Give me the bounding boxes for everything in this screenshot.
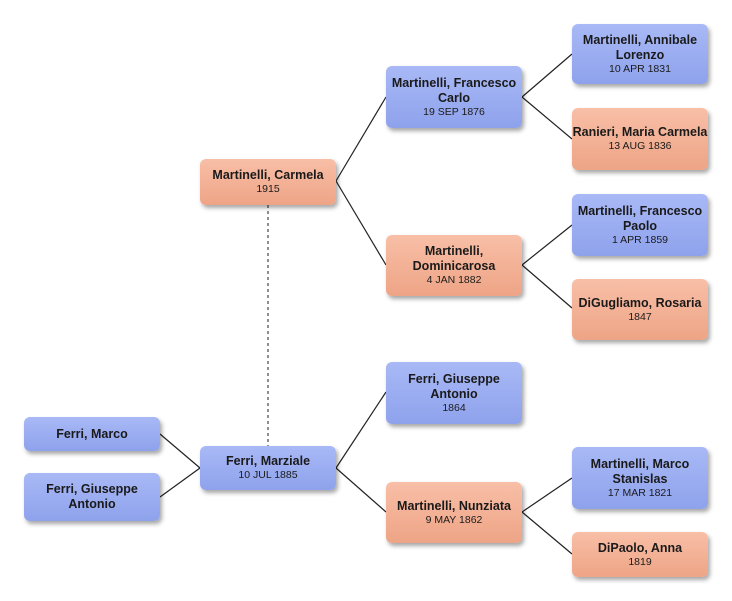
nunziata-to-dipaolo-line [521, 511, 573, 555]
person-box-martinelli-francesco-carlo[interactable]: Martinelli, Francesco Carlo 19 SEP 1876 [386, 66, 522, 128]
person-date: 9 MAY 1862 [425, 513, 483, 526]
person-name: Ferri, Marco [56, 426, 128, 441]
person-date: 1 APR 1859 [611, 233, 669, 246]
person-name: Ferri, Marziale [225, 454, 311, 468]
person-name: DiGugliamo, Rosaria [578, 295, 702, 310]
person-box-martinelli-carmela[interactable]: Martinelli, Carmela 1915 [200, 159, 336, 205]
person-name: Martinelli, Dominicarosa [412, 244, 496, 273]
dominicarosa-to-digugliamo-line [521, 264, 573, 309]
person-name: Martinelli, Nunziata [397, 498, 511, 513]
person-date: 1864 [442, 401, 466, 414]
person-box-ferri-giuseppe-antonio[interactable]: Ferri, Giuseppe Antonio [24, 473, 160, 521]
person-date: 13 AUG 1836 [608, 140, 672, 152]
person-name: DiPaolo, Anna [597, 540, 683, 555]
person-box-digugliamo-rosaria[interactable]: DiGugliamo, Rosaria 1847 [572, 279, 708, 340]
person-date: 19 SEP 1876 [423, 105, 485, 118]
carmela-to-francesco-line [335, 96, 387, 182]
person-name: Martinelli, Carmela [212, 168, 324, 182]
person-box-ranieri-maria-carmela[interactable]: Ranieri, Maria Carmela 13 AUG 1836 [572, 108, 708, 170]
giuseppe-to-marziale-line [159, 467, 201, 498]
person-date: 10 APR 1831 [609, 62, 671, 75]
person-box-martinelli-marco-stanislas[interactable]: Martinelli, Marco Stanislas 17 MAR 1821 [572, 447, 708, 509]
person-name: Ferri, Giuseppe Antonio [46, 482, 138, 511]
person-date: 1819 [628, 555, 652, 568]
person-box-martinelli-nunziata[interactable]: Martinelli, Nunziata 9 MAY 1862 [386, 482, 522, 543]
person-date: 10 JUL 1885 [238, 469, 298, 481]
person-date: 4 JAN 1882 [426, 274, 482, 286]
person-name: Martinelli, Annibale Lorenzo [582, 32, 698, 62]
nunziata-to-marcos-line [521, 477, 573, 513]
person-date: 1847 [628, 310, 652, 323]
person-name: Martinelli, Francesco Paolo [577, 203, 703, 233]
person-box-martinelli-dominicarosa[interactable]: Martinelli, Dominicarosa 4 JAN 1882 [386, 235, 522, 296]
carmela-to-dominicarosa-line [335, 180, 387, 266]
person-box-ferri-marco[interactable]: Ferri, Marco [24, 417, 160, 451]
person-box-martinelli-francesco-paolo[interactable]: Martinelli, Francesco Paolo 1 APR 1859 [572, 194, 708, 256]
francesco-to-annibale-line [521, 53, 573, 98]
francesco-to-ranieri-line [521, 96, 573, 140]
dominicarosa-to-francescop-line [521, 224, 573, 266]
person-date: 1915 [256, 183, 280, 195]
person-name: Martinelli, Marco Stanislas [590, 456, 690, 486]
person-box-ferri-marziale[interactable]: Ferri, Marziale 10 JUL 1885 [200, 446, 336, 490]
person-name: Ferri, Giuseppe Antonio [408, 371, 500, 401]
person-name: Ranieri, Maria Carmela [572, 125, 708, 139]
person-date: 17 MAR 1821 [607, 486, 673, 499]
person-box-martinelli-annibale-lorenzo[interactable]: Martinelli, Annibale Lorenzo 10 APR 1831 [572, 24, 708, 84]
marco-to-marziale-line [159, 433, 201, 469]
person-name: Martinelli, Francesco Carlo [391, 75, 517, 105]
person-box-ferri-giuseppe-antonio-1864[interactable]: Ferri, Giuseppe Antonio 1864 [386, 362, 522, 424]
marziale-to-nunziata-line [335, 467, 387, 513]
marziale-to-giuseppe-line [335, 391, 387, 469]
person-box-dipaolo-anna[interactable]: DiPaolo, Anna 1819 [572, 532, 708, 577]
